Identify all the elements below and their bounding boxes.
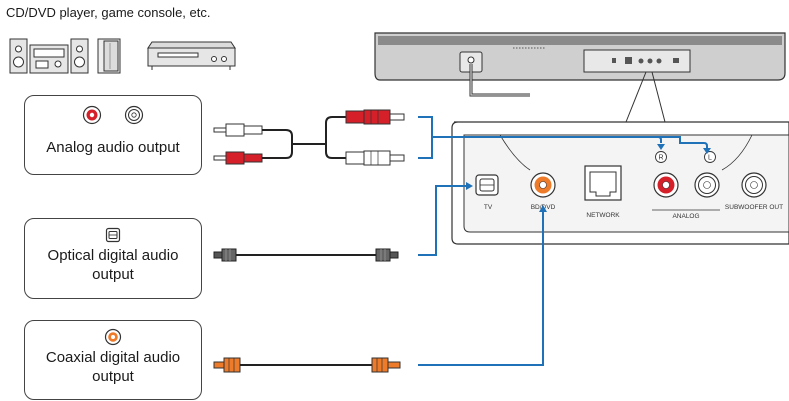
coaxial-source-box: Coaxial digital audio output — [24, 320, 202, 400]
mini-stereo-icon — [9, 38, 89, 74]
network-label: NETWORK — [586, 212, 620, 219]
analog-l-jack — [694, 172, 720, 198]
r-label: R — [658, 155, 663, 162]
dvd-player-icon — [147, 41, 236, 70]
analog-r-arrow — [657, 144, 665, 150]
analog-source-label: Analog audio output — [46, 139, 180, 156]
analog-r-jack — [653, 172, 679, 198]
coaxial-route-line — [418, 212, 544, 366]
bd-dvd-coax-jack — [530, 172, 556, 198]
tv-label: TV — [484, 204, 493, 211]
coaxial-cable — [213, 357, 401, 373]
coaxial-arrow — [539, 205, 547, 212]
analog-l-arrow — [703, 148, 711, 154]
game-console-icon — [97, 38, 121, 74]
rca-red-jack-icon — [82, 105, 102, 125]
optical-route-line — [418, 185, 466, 256]
optical-cable — [213, 248, 399, 262]
subwoofer-jack — [741, 172, 767, 198]
tv-optical-port — [475, 174, 499, 196]
subwoofer-label: SUBWOOFER OUT — [725, 204, 783, 211]
optical-arrow — [466, 182, 473, 190]
optical-port-icon — [105, 227, 121, 243]
network-port — [584, 165, 622, 201]
analog-route-lines — [418, 116, 708, 159]
l-label: L — [708, 155, 712, 162]
analog-label: ANALOG — [672, 213, 699, 220]
optical-source-box: Optical digital audio output — [24, 218, 202, 299]
analog-rca-cable — [213, 109, 405, 166]
optical-source-label: Optical digital audio output — [47, 247, 179, 283]
page-title: CD/DVD player, game console, etc. — [6, 5, 211, 20]
analog-source-box: Analog audio output — [24, 95, 202, 175]
rca-white-jack-icon — [124, 105, 144, 125]
coaxial-source-label: Coaxial digital audio output — [45, 349, 181, 385]
soundbar-body — [374, 32, 786, 123]
coaxial-jack-icon — [104, 328, 122, 346]
